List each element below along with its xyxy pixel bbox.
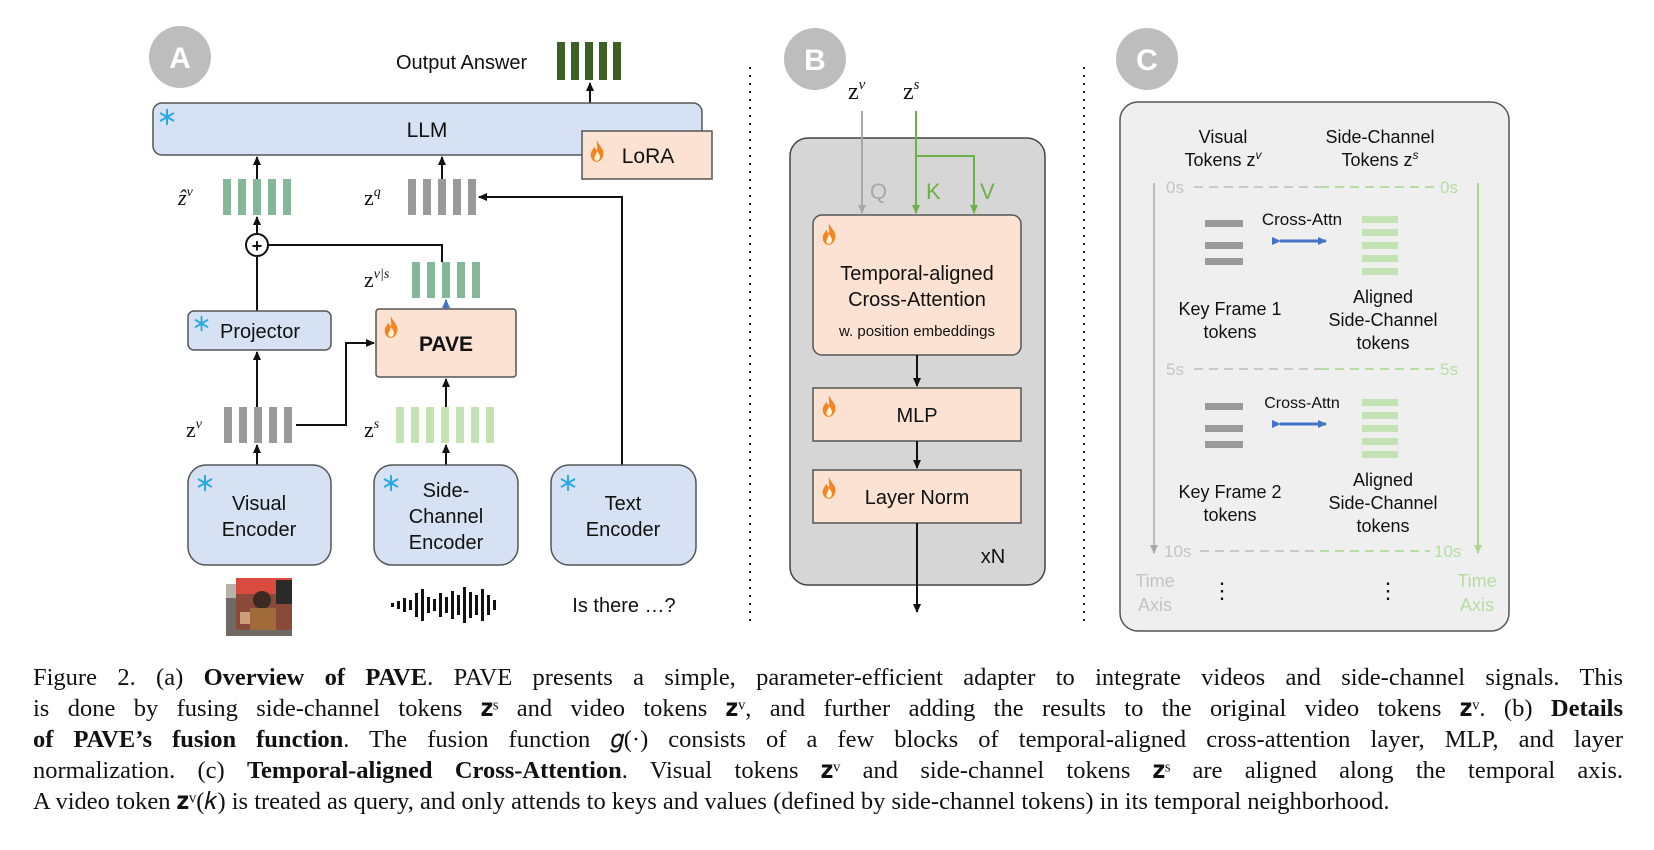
output-answer-label: Output Answer (396, 52, 528, 74)
mlp-label: MLP (896, 405, 937, 427)
lora-label: LoRA (622, 145, 675, 168)
caption-bold: Overview of PAVE (203, 664, 428, 691)
badge-a-label: A (169, 42, 191, 75)
caption-text: . Visual tokens 𝐳ᵛ and side-channel toke… (621, 757, 1623, 784)
visual-token-stack-1 (1205, 220, 1243, 265)
zq-label: zq (364, 185, 381, 210)
caption-line-1: Figure 2. (a) Overview of PAVE. PAVE pre… (33, 662, 1623, 693)
text-query-input: Is there …? (572, 595, 675, 617)
caption-bold: Details (1550, 695, 1623, 722)
time-5-right: 5s (1440, 360, 1458, 379)
side-token-stack-1 (1362, 216, 1398, 275)
zvs-label: zv|s (364, 267, 390, 292)
zhat-v-label: ẑv (177, 185, 194, 210)
llm-label: LLM (407, 119, 448, 142)
zs-label: zs (364, 417, 380, 442)
cross-attn-label-1: Cross-Attn (1262, 210, 1342, 229)
projector-block (187, 310, 332, 351)
time-0-left: 0s (1166, 178, 1184, 197)
zs-tokens (396, 407, 494, 443)
v-input-line (916, 155, 978, 214)
audio-waveform-icon (391, 587, 496, 623)
output-tokens (557, 42, 621, 80)
caption-bold: of PAVE’s fusion function (33, 726, 344, 753)
layer-norm-label: Layer Norm (865, 487, 969, 509)
caption-text: Figure 2. (a) (33, 664, 204, 691)
badge-b (784, 28, 846, 90)
cross-attention-sublabel: w. position embeddings (838, 323, 995, 340)
side-ellipsis: ⋮ (1377, 578, 1399, 603)
llm-block (152, 102, 703, 156)
b-zv-label: zv (848, 77, 866, 105)
v-label: V (980, 179, 995, 204)
q-label: Q (870, 179, 887, 204)
zvs-tokens (412, 262, 480, 298)
layer-norm-block (812, 469, 1022, 524)
caption-text: normalization. (c) (33, 757, 247, 784)
visual-token-stack-2 (1205, 403, 1243, 448)
pave-diagram: A Output Answer LLM LoRA ẑv zq + zv|s (149, 26, 1510, 636)
b-zs-label: zs (903, 77, 920, 105)
badge-c (1116, 28, 1178, 90)
caption-line-4: normalization. (c) Temporal-aligned Cros… (33, 755, 1623, 786)
caption-line-5: A video token 𝐳ᵛ(𝑘) is treated as query,… (33, 786, 1623, 817)
visual-encoder-block (187, 464, 332, 566)
repeat-label: xN (981, 546, 1005, 568)
time-5-left: 5s (1166, 360, 1184, 379)
arrow-text-encoder-to-zq (478, 193, 623, 465)
pave-block (375, 308, 517, 378)
plus-symbol: + (252, 236, 263, 256)
projector-label: Projector (220, 321, 300, 343)
time-10-left: 10s (1164, 542, 1191, 561)
temporal-alignment-container (1119, 101, 1510, 632)
caption-text: . PAVE presents a simple, parameter-effi… (427, 664, 1624, 691)
badge-b-label: B (804, 44, 826, 77)
caption-text: is done by fusing side-channel tokens 𝐳ˢ… (33, 695, 1551, 722)
lora-block (581, 130, 713, 180)
caption-bold: Temporal-aligned Cross-Attention (246, 757, 622, 784)
mlp-block (812, 387, 1022, 442)
text-encoder-block (550, 464, 697, 566)
badge-a (149, 26, 211, 88)
zv-label: zv (186, 417, 203, 442)
caption-line-3: of PAVE’s fusion function. The fusion fu… (33, 724, 1623, 755)
zhat-v-tokens (223, 179, 291, 215)
figure-caption: Figure 2. (a) Overview of PAVE. PAVE pre… (33, 662, 1623, 817)
k-label: K (926, 179, 941, 204)
pave-label: PAVE (419, 333, 473, 356)
cross-attn-label-2: Cross-Attn (1264, 395, 1340, 412)
caption-line-2: is done by fusing side-channel tokens 𝐳ˢ… (33, 693, 1623, 724)
time-0-right: 0s (1440, 178, 1458, 197)
time-10-right: 10s (1434, 542, 1461, 561)
caption-text: . The fusion function 𝑔(·) consists of a… (343, 726, 1623, 753)
visual-ellipsis: ⋮ (1211, 578, 1233, 603)
arrow-zv-to-pave (296, 339, 375, 426)
side-token-stack-2 (1362, 399, 1398, 458)
badge-c-label: C (1136, 44, 1158, 77)
video-frame-thumbnail (226, 578, 292, 636)
panel-a: A Output Answer LLM LoRA ẑv zq + zv|s (149, 26, 713, 636)
line-zvs-to-plus (268, 244, 443, 262)
caption-text: A video token 𝐳ᵛ(𝑘) is treated as query,… (33, 788, 1390, 815)
zq-tokens (408, 179, 476, 215)
zv-tokens (224, 407, 292, 443)
side-channel-encoder-block (373, 464, 519, 566)
